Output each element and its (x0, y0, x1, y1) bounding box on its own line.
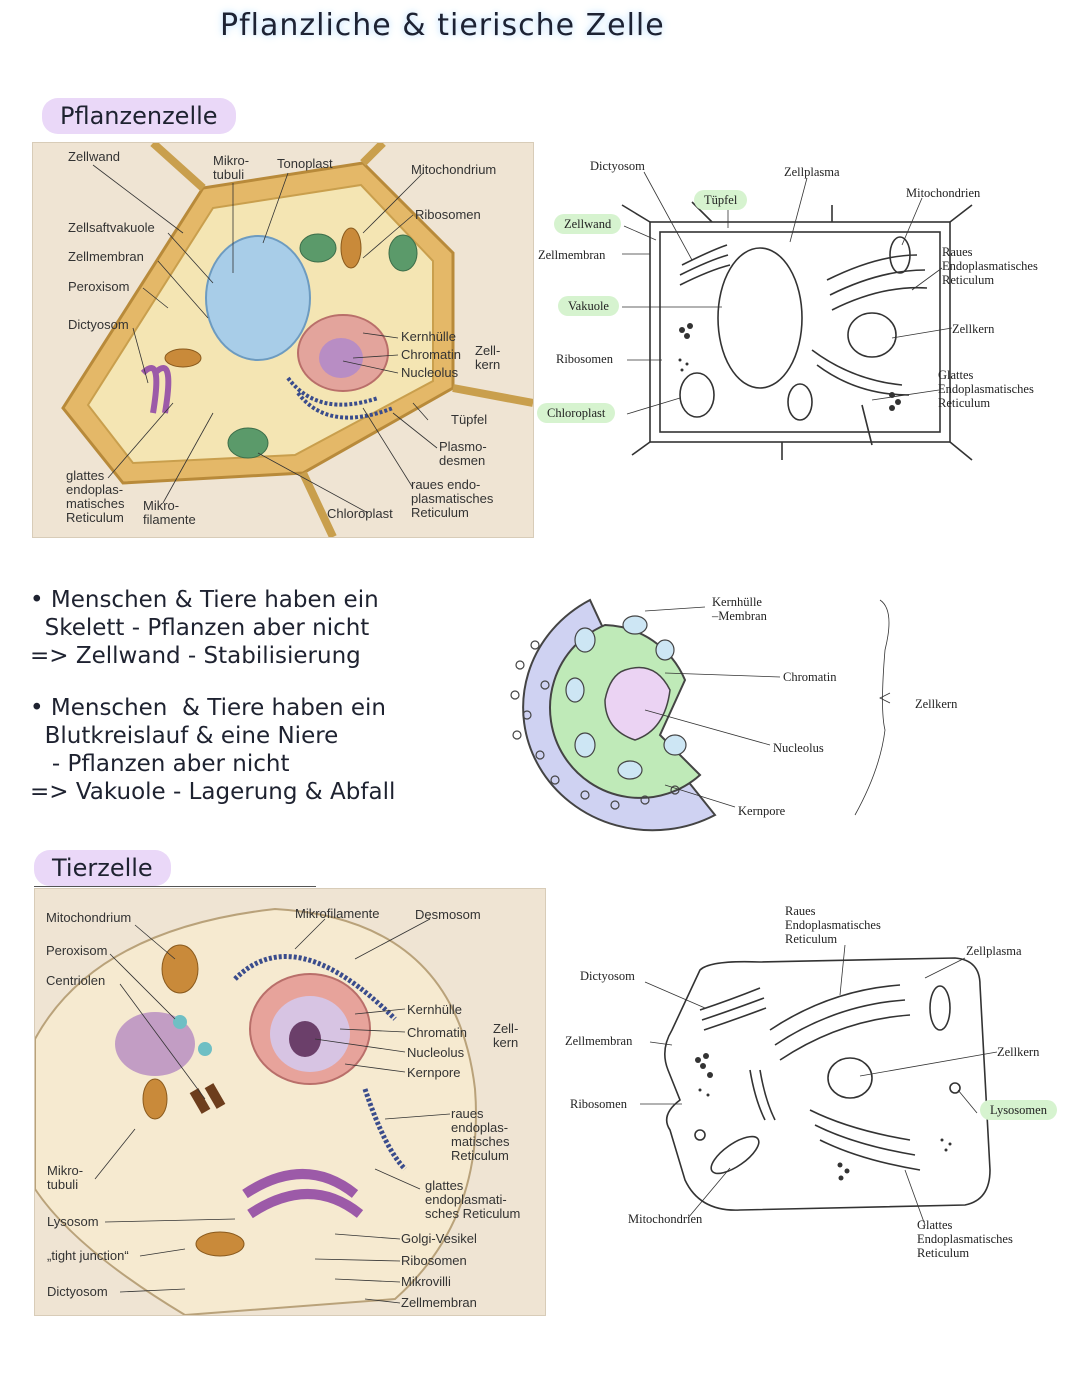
photo-label-tonoplast: Tonoplast (277, 156, 333, 171)
animal-photo-label-golgi: Golgi-Vesikel (401, 1231, 477, 1246)
section-underline (34, 886, 316, 887)
animal-photo-label-mikrovilli: Mikrovilli (401, 1274, 451, 1289)
drawing-label-dictyosom: Dictyosom (590, 159, 645, 173)
animal-photo-label-lysosom: Lysosom (47, 1214, 99, 1229)
animal-drawing-label-zellplasma: Zellplasma (966, 944, 1022, 958)
photo-label-glattes-er: glattes endoplas- matisches Reticulum (66, 468, 125, 525)
photo-label-zellkern: Zell- kern (475, 343, 501, 372)
drawing-label-raues-er: Raues Endoplasmatisches Reticulum (942, 245, 1038, 287)
note-circulation: • Menschen & Tiere haben ein Blutkreisla… (30, 695, 396, 805)
photo-label-mikrofilamente: Mikro- filamente (143, 498, 196, 527)
animal-drawing-label-lysosomen: Lysosomen (980, 1100, 1057, 1120)
animal-photo-label-dictyosom: Dictyosom (47, 1284, 108, 1299)
animal-photo-label-raues-er: raues endoplas- matisches Reticulum (451, 1106, 510, 1163)
animal-photo-label-kernhuelle: Kernhülle (407, 1002, 462, 1017)
drawing-label-glattes-er: Glattes Endoplasmatisches Reticulum (938, 368, 1034, 410)
animal-photo-label-glattes-er: glattes endoplasmati- sches Reticulum (425, 1178, 521, 1221)
nucleus-label-nucleolus: Nucleolus (773, 741, 824, 755)
animal-drawing-label-glattes-er: Glattes Endoplasmatisches Reticulum (917, 1218, 1013, 1260)
animal-photo-label-tight-junction: „tight junction“ (47, 1248, 129, 1263)
nucleus-label-zellkern: Zellkern (915, 697, 958, 711)
animal-cell-photo: Mitochondrium Mikrofilamente Desmosom Pe… (34, 888, 546, 1316)
animal-drawing-label-mitochondrien: Mitochondrien (628, 1212, 703, 1226)
animal-photo-label-zellmembran: Zellmembran (401, 1295, 477, 1310)
photo-label-dictyosom: Dictyosom (68, 317, 129, 332)
plant-cell-illustration (61, 143, 533, 537)
animal-photo-label-mikrotubuli: Mikro- tubuli (47, 1163, 84, 1192)
photo-label-nucleolus: Nucleolus (401, 365, 459, 380)
photo-label-tuepfel: Tüpfel (451, 412, 488, 427)
photo-label-zellmembran: Zellmembran (68, 249, 144, 264)
photo-label-raues-er: raues endo- plasmatisches Reticulum (411, 477, 494, 520)
note-skeleton: • Menschen & Tiere haben ein Skelett - P… (30, 587, 379, 669)
photo-label-ribosomen: Ribosomen (415, 207, 481, 222)
plant-cell-photo: Zellwand Mikro- tubuli Tonoplast Mitocho… (32, 142, 534, 538)
photo-label-mitochondrium: Mitochondrium (411, 162, 497, 177)
nucleus-label-kernpore: Kernpore (738, 804, 786, 818)
photo-label-peroxisom: Peroxisom (68, 279, 130, 294)
photo-label-chromatin: Chromatin (401, 347, 461, 362)
nucleus-diagram: Kernhülle –Membran Chromatin Nucleolus K… (495, 585, 1080, 835)
drawing-label-chloroplast: Chloroplast (537, 403, 616, 423)
page-title: Pflanzliche & tierische Zelle (220, 8, 665, 43)
animal-cell-illustration (35, 907, 477, 1315)
drawing-label-zellkern: Zellkern (952, 322, 995, 336)
plant-cell-sketch (621, 171, 973, 461)
nucleus-label-kernhuelle: Kernhülle –Membran (712, 595, 767, 623)
animal-photo-label-ribosomen: Ribosomen (401, 1253, 467, 1268)
photo-label-zellwand: Zellwand (68, 149, 121, 164)
photo-label-kernhuelle: Kernhülle (401, 329, 456, 344)
plant-cell-drawing: Dictyosom Zellplasma Tüpfel Mitochondrie… (532, 150, 1080, 470)
animal-photo-label-peroxisom: Peroxisom (46, 943, 108, 958)
drawing-label-zellwand: Zellwand (554, 214, 622, 234)
animal-photo-label-kernpore: Kernpore (407, 1065, 461, 1080)
photo-label-zellsaftvakuole: Zellsaftvakuole (68, 220, 155, 235)
drawing-label-ribosomen: Ribosomen (556, 352, 613, 366)
animal-drawing-label-zellkern: Zellkern (997, 1045, 1040, 1059)
photo-label-chloroplast: Chloroplast (327, 506, 393, 521)
animal-cell-sketch (640, 944, 998, 1226)
nucleus-label-chromatin: Chromatin (783, 670, 837, 684)
animal-cell-drawing: Raues Endoplasmatisches Reticulum Zellpl… (560, 900, 1080, 1280)
section-heading-plant: Pflanzenzelle (42, 98, 236, 134)
section-heading-animal: Tierzelle (34, 850, 171, 886)
animal-drawing-label-raues-er: Raues Endoplasmatisches Reticulum (785, 904, 881, 946)
animal-photo-label-mitochondrium: Mitochondrium (46, 910, 132, 925)
animal-drawing-label-ribosomen: Ribosomen (570, 1097, 627, 1111)
animal-photo-label-mikrofilamente: Mikrofilamente (295, 906, 380, 921)
nucleus-illustration (510, 598, 891, 832)
animal-photo-label-desmosom: Desmosom (415, 907, 481, 922)
drawing-label-mitochondrien: Mitochondrien (906, 186, 981, 200)
animal-drawing-label-zellmembran: Zellmembran (565, 1034, 633, 1048)
drawing-label-zellplasma: Zellplasma (784, 165, 840, 179)
animal-photo-label-nucleolus: Nucleolus (407, 1045, 465, 1060)
photo-label-mikrotubuli: Mikro- tubuli (213, 153, 250, 182)
photo-label-plasmodesmen: Plasmo- desmen (439, 439, 487, 468)
animal-photo-label-chromatin: Chromatin (407, 1025, 467, 1040)
animal-photo-label-centriolen: Centriolen (46, 973, 106, 988)
drawing-label-zellmembran: Zellmembran (538, 248, 606, 262)
drawing-label-vakuole: Vakuole (558, 296, 619, 316)
animal-photo-label-zellkern: Zell- kern (493, 1021, 519, 1050)
animal-drawing-label-dictyosom: Dictyosom (580, 969, 635, 983)
drawing-label-tuepfel: Tüpfel (694, 190, 748, 210)
